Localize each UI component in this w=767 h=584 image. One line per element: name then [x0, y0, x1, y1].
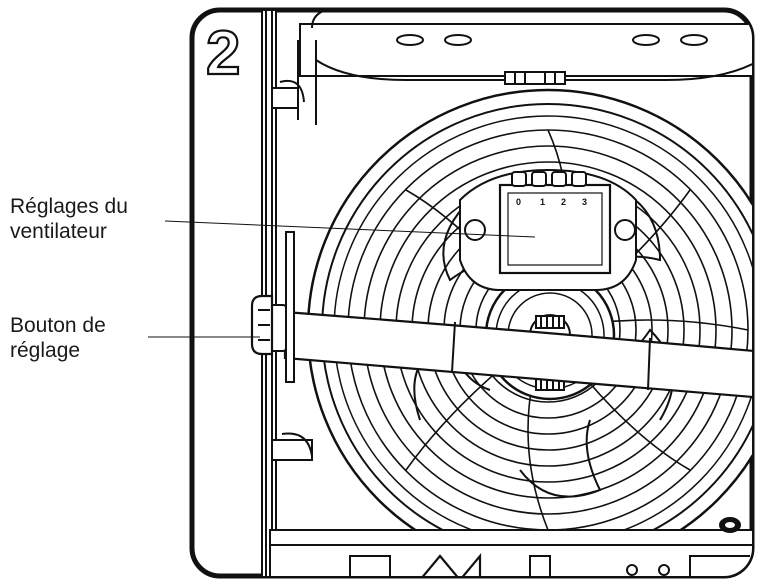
control-box — [459, 168, 637, 291]
frame-post — [261, 10, 313, 576]
bottom-base — [269, 517, 752, 576]
step-number: 2 — [206, 20, 240, 82]
callout-fan-settings-line1: Réglages du — [10, 195, 128, 218]
speed-label-3: 3 — [582, 197, 587, 207]
callout-adjust-knob: Bouton de réglage — [10, 313, 106, 363]
step-number-badge: 2 — [205, 20, 242, 82]
fan-speed-labels: 0 1 2 3 — [516, 197, 587, 207]
speed-label-2: 2 — [561, 197, 566, 207]
callout-fan-settings: Réglages du ventilateur — [10, 194, 128, 244]
speed-label-1: 1 — [540, 197, 545, 207]
speed-label-0: 0 — [516, 197, 521, 207]
support-strap — [283, 310, 752, 400]
callout-adjust-knob-line1: Bouton de — [10, 314, 106, 337]
adjustment-knob — [250, 231, 295, 383]
leader-line-fan-settings — [164, 220, 536, 238]
callout-adjust-knob-line2: réglage — [10, 339, 81, 362]
callout-fan-settings-line2: ventilateur — [10, 220, 107, 243]
top-handle — [297, 10, 752, 125]
